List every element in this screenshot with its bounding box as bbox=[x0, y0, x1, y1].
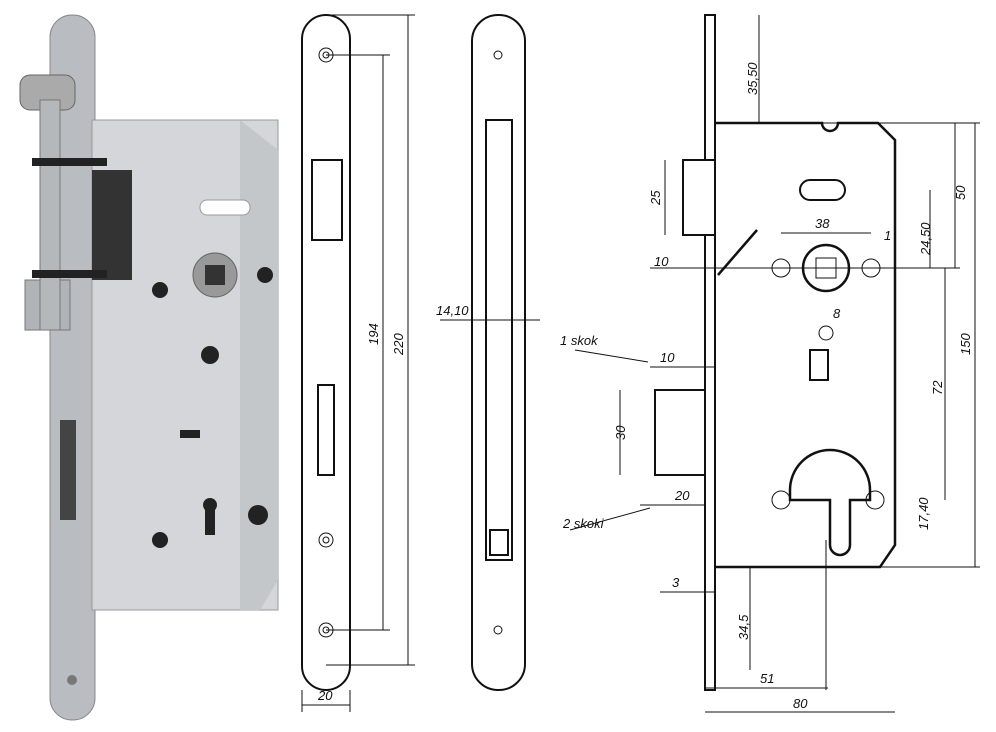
main-view: 35,50 25 24,50 50 38 1 10 8 1 skok 10 15… bbox=[560, 14, 980, 713]
dim-14-10: 14,10 bbox=[436, 303, 469, 318]
dim-30: 30 bbox=[613, 425, 628, 440]
dim-20-bolt: 20 bbox=[674, 488, 690, 503]
dim-38: 38 bbox=[815, 216, 830, 231]
dim-10-bolt: 10 bbox=[660, 350, 675, 365]
dim-20-width: 20 bbox=[317, 688, 333, 703]
dim-51: 51 bbox=[760, 671, 774, 686]
side-view: 14,10 bbox=[436, 14, 540, 691]
dim-72: 72 bbox=[930, 380, 945, 395]
label-1-skok: 1 skok bbox=[560, 333, 599, 348]
lock-photo bbox=[19, 14, 279, 721]
dim-220: 220 bbox=[391, 333, 406, 356]
dim-50: 50 bbox=[953, 185, 968, 200]
front-view: 194 220 20 bbox=[301, 14, 415, 712]
dim-25: 25 bbox=[648, 190, 663, 206]
dim-35-50: 35,50 bbox=[745, 62, 760, 95]
dim-1: 1 bbox=[884, 228, 891, 243]
dim-80: 80 bbox=[793, 696, 808, 711]
dim-150: 150 bbox=[958, 333, 973, 355]
dim-24-50: 24,50 bbox=[918, 222, 933, 256]
dim-194: 194 bbox=[366, 323, 381, 345]
dim-34-5: 34,5 bbox=[736, 614, 751, 640]
label-2-skoki: 2 skoki bbox=[562, 516, 605, 531]
dim-3: 3 bbox=[672, 575, 680, 590]
dim-8: 8 bbox=[833, 306, 841, 321]
dim-10-latch: 10 bbox=[654, 254, 669, 269]
dim-17-40: 17,40 bbox=[916, 497, 931, 530]
